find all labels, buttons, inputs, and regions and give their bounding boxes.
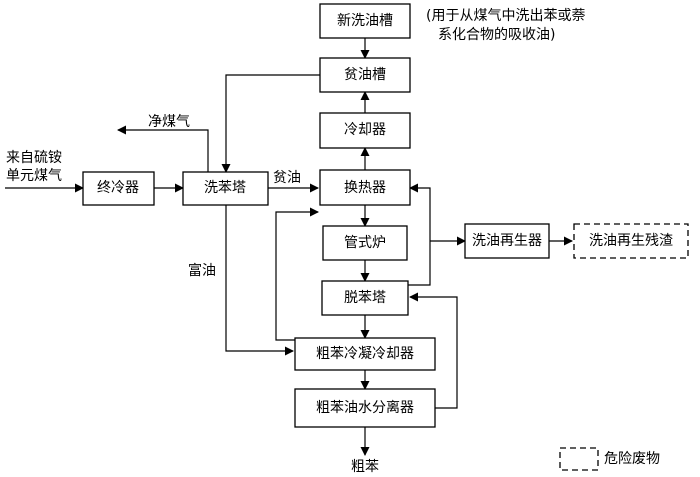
node-new-oil-tank-label: 新洗油槽 bbox=[337, 13, 393, 29]
node-wash-oil-regenerator: 洗油再生器 bbox=[464, 223, 550, 259]
node-new-oil-tank: 新洗油槽 bbox=[319, 3, 411, 39]
flow-lean-to-scrubber bbox=[221, 74, 320, 173]
node-benzene-scrubber: 洗苯塔 bbox=[182, 171, 269, 206]
note-line2: 系化合物的吸收油) bbox=[438, 27, 555, 43]
legend-dashed-swatch bbox=[559, 447, 599, 471]
node-benzene-scrubber-label: 洗苯塔 bbox=[204, 179, 246, 196]
node-lean-oil-tank-label: 贫油槽 bbox=[344, 67, 386, 83]
flow-separator-to-tower bbox=[409, 292, 458, 409]
note-line1: (用于从煤气中洗出苯或萘 bbox=[426, 7, 585, 24]
node-crude-benzene-separator: 粗苯油水分离器 bbox=[294, 388, 436, 428]
flow-tower-to-exchanger bbox=[408, 183, 431, 286]
inlet-label-line1: 来自硫铵 bbox=[6, 150, 62, 166]
crude-benzene-label: 粗苯 bbox=[351, 458, 379, 475]
node-heat-exchanger-label: 换热器 bbox=[344, 179, 386, 196]
node-tube-furnace-label: 管式炉 bbox=[344, 235, 386, 251]
node-heat-exchanger: 换热器 bbox=[319, 169, 411, 206]
flow-rich-oil-to-condenser bbox=[225, 205, 294, 356]
node-final-cooler: 终冷器 bbox=[82, 171, 155, 206]
node-tube-furnace: 管式炉 bbox=[322, 225, 408, 261]
node-cooler: 冷却器 bbox=[319, 112, 411, 149]
clean-gas-label: 净煤气 bbox=[148, 114, 190, 130]
legend: 危险废物 bbox=[559, 447, 660, 471]
node-cooler-label: 冷却器 bbox=[344, 122, 386, 138]
node-debenzol-tower-label: 脱苯塔 bbox=[344, 289, 386, 306]
node-wash-oil-residue: 洗油再生残渣 bbox=[573, 223, 689, 259]
flow-lines bbox=[5, 38, 573, 456]
node-crude-benzene-condenser-label: 粗苯冷凝冷却器 bbox=[316, 345, 414, 362]
node-crude-benzene-condenser: 粗苯冷凝冷却器 bbox=[294, 337, 436, 371]
node-wash-oil-residue-label: 洗油再生残渣 bbox=[589, 233, 673, 249]
flow-scrubber-to-clean-gas bbox=[117, 125, 209, 172]
node-crude-benzene-separator-label: 粗苯油水分离器 bbox=[316, 399, 414, 416]
node-wash-oil-regenerator-label: 洗油再生器 bbox=[472, 233, 542, 249]
node-lean-oil-tank: 贫油槽 bbox=[319, 57, 411, 93]
lean-oil-label: 贫油 bbox=[273, 170, 301, 186]
node-debenzol-tower: 脱苯塔 bbox=[321, 280, 409, 316]
rich-oil-label: 富油 bbox=[188, 262, 216, 279]
legend-hazardous-waste-label: 危险废物 bbox=[604, 451, 660, 467]
inlet-label-line2: 单元煤气 bbox=[6, 168, 62, 184]
flow-condenser-loop-to-exchanger bbox=[275, 207, 319, 341]
node-final-cooler-label: 终冷器 bbox=[97, 180, 139, 196]
